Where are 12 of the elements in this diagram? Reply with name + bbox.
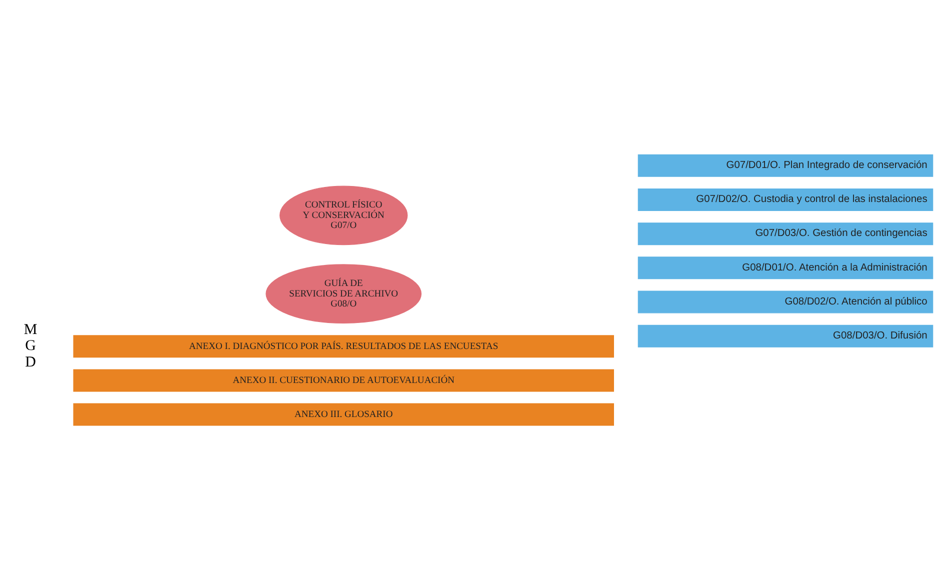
node-box: ANEXO I. DIAGNÓSTICO POR PAÍS. RESULTADOS DE LAS ENCUESTAS	[73, 334, 614, 358]
node-box: G08/D01/O. Atención a la Administración	[638, 256, 934, 279]
node-box: G07/D03/O. Gestión de contingencias	[638, 222, 934, 245]
node-box: ANEXO II. CUESTIONARIO DE AUTOEVALUACIÓN	[73, 368, 614, 392]
node-box: ANEXO III. GLOSARIO	[73, 402, 614, 426]
node-box: G08/D02/O. Atención al público	[638, 290, 934, 313]
node-ellipse: CONTROL FÍSICO Y CONSERVACIÓN G07/O	[280, 185, 408, 245]
node-text: M G D	[24, 321, 38, 370]
node-box: G07/D01/O. Plan Integrado de conservación	[638, 154, 934, 176]
node-box: G08/D03/O. Difusión	[638, 324, 934, 347]
node-box: G07/D02/O. Custodia y control de las instalaciones	[638, 188, 934, 210]
node-ellipse: GUÍA DE SERVICIOS DE ARCHIVO G08/O	[266, 264, 422, 323]
